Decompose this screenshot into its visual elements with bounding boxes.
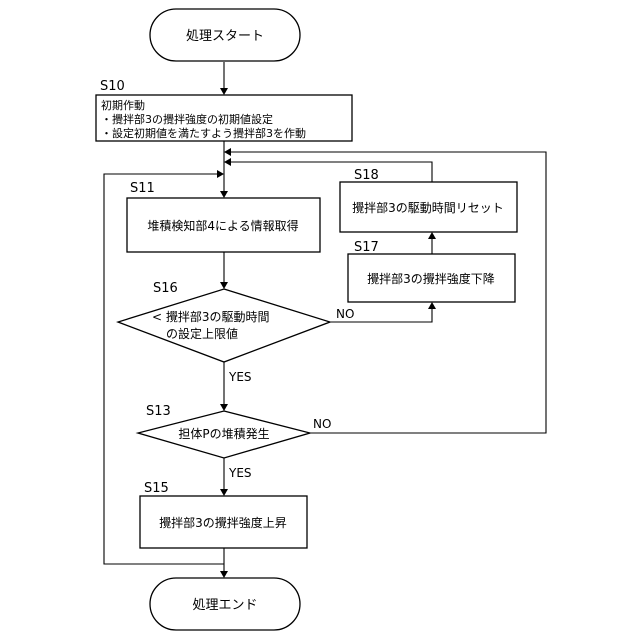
arrowhead-s15-loop	[217, 170, 224, 178]
s17-label: 攪拌部3の攪拌強度下降	[367, 271, 495, 286]
end-terminal: 処理エンド	[150, 578, 300, 630]
s11-label: 堆積検知部4による情報取得	[147, 218, 298, 233]
s16-line1: < 攪拌部3の駆動時間	[152, 309, 270, 324]
s15-process-box: 攪拌部3の攪拌強度上昇	[140, 496, 307, 548]
s16-line2: の設定上限値	[166, 326, 238, 341]
s13-yes-label: YES	[228, 466, 252, 480]
s16-shape	[118, 289, 330, 362]
connector-s18-loop	[231, 162, 432, 182]
s17-process-box: 攪拌部3の攪拌強度下降	[348, 254, 515, 302]
end-label: 処理エンド	[192, 598, 257, 613]
arrowhead-s17	[428, 302, 436, 309]
s16-decision: < 攪拌部3の駆動時間 の設定上限値	[118, 289, 330, 362]
s16-yes-label: YES	[228, 370, 252, 384]
s15-id: S15	[144, 481, 169, 496]
s18-id: S18	[354, 168, 379, 183]
s13-no-label: NO	[313, 417, 331, 431]
s15-label: 攪拌部3の攪拌強度上昇	[159, 515, 287, 530]
arrowhead-s11	[220, 191, 228, 198]
arrowhead-s13	[220, 404, 228, 411]
arrowhead-s15	[220, 489, 228, 496]
s16-no-label: NO	[336, 307, 354, 321]
arrowhead-s18-loop	[224, 158, 231, 166]
s10-line2: ・設定初期値を満たすよう攪拌部3を作動	[101, 126, 306, 140]
s13-label: 担体Pの堆積発生	[178, 426, 269, 441]
s10-line1: ・攪拌部3の攪拌強度の初期値設定	[101, 112, 273, 126]
arrowhead-s10	[220, 88, 228, 95]
s18-label: 攪拌部3の駆動時間リセット	[352, 200, 504, 215]
s11-id: S11	[130, 181, 155, 196]
s13-id: S13	[146, 404, 171, 419]
s10-process-box: 初期作動 ・攪拌部3の攪拌強度の初期値設定 ・設定初期値を満たすよう攪拌部3を作…	[96, 95, 352, 141]
arrowhead-end	[220, 571, 228, 578]
s10-id: S10	[100, 79, 125, 94]
s17-id: S17	[354, 240, 379, 255]
arrowhead-s16	[220, 282, 228, 289]
arrowhead-s13-loop	[224, 148, 231, 156]
arrowhead-s18	[428, 232, 436, 239]
s18-process-box: 攪拌部3の駆動時間リセット	[340, 182, 517, 232]
s11-process-box: 堆積検知部4による情報取得	[127, 198, 320, 252]
s16-id: S16	[153, 281, 178, 296]
s10-title: 初期作動	[101, 98, 145, 112]
start-label: 処理スタート	[186, 29, 264, 44]
start-terminal: 処理スタート	[150, 9, 300, 61]
